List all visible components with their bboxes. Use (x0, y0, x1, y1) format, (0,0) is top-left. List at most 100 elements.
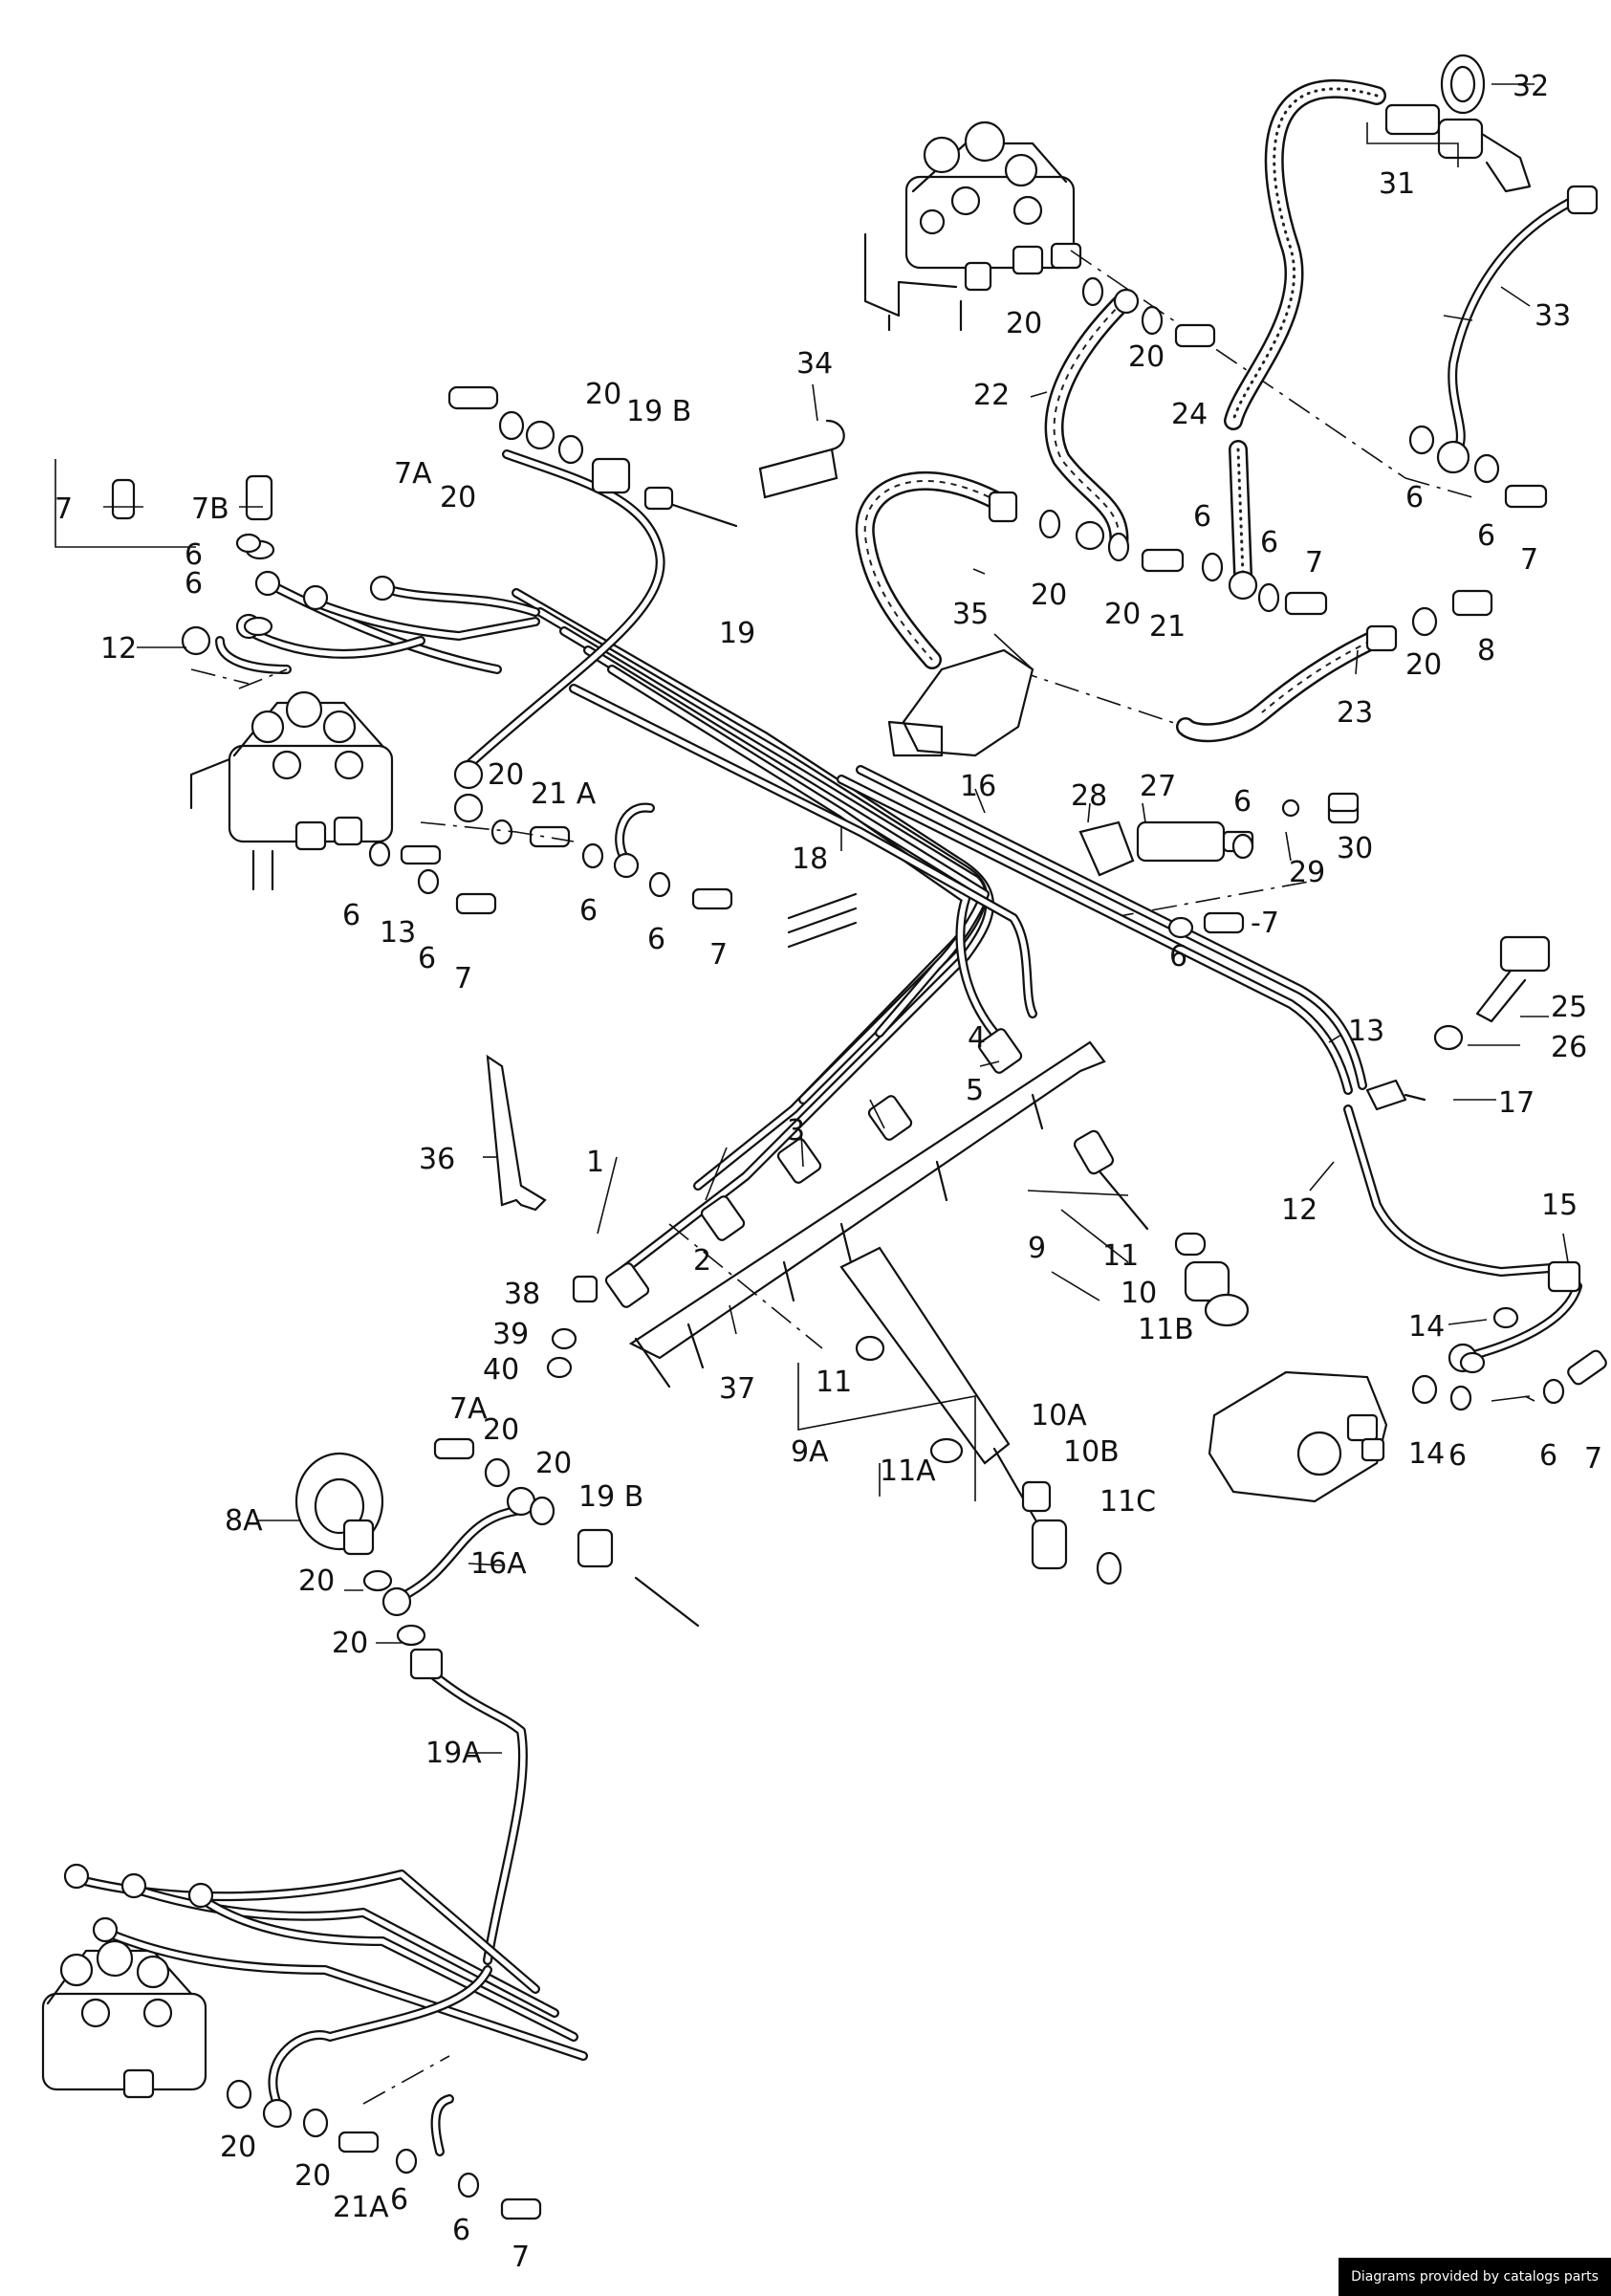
hose-35 (855, 470, 1009, 669)
pressure-regulator-8A (294, 1452, 384, 1556)
bracket-36 (486, 1054, 547, 1212)
label-1: 1 (586, 1146, 604, 1179)
washer-26 (1433, 1024, 1464, 1051)
label-20: 20 (220, 2131, 256, 2164)
axis-hose-23 (1012, 668, 1186, 728)
injector-27 (1078, 820, 1254, 877)
bracket-9-lines (1027, 1190, 1129, 1301)
label-10A: 10A (1031, 1399, 1087, 1432)
label-39: 39 (492, 1318, 529, 1351)
label-20: 20 (1104, 598, 1141, 631)
label-19A: 19A (425, 1737, 482, 1770)
clip-17 (1365, 1079, 1426, 1111)
label-14: 14 (1408, 1437, 1445, 1471)
label-11: 11 (1102, 1239, 1139, 1273)
label-15: 15 (1541, 1189, 1578, 1222)
label-6: 6 (185, 567, 203, 601)
label-20: 20 (332, 1627, 368, 1660)
banjo-13-mid (400, 844, 442, 865)
label-6: 6 (1260, 526, 1278, 559)
label-13: 13 (380, 916, 416, 950)
label-6: 6 (1169, 940, 1187, 973)
bracket-9A-lines (797, 1363, 976, 1501)
label-20: 20 (294, 2159, 331, 2193)
label-3: 3 (787, 1114, 805, 1148)
label-6: 6 (452, 2214, 470, 2247)
label-20: 20 (1031, 579, 1067, 612)
label-40: 40 (483, 1353, 519, 1387)
bolt-21A-mid (529, 825, 571, 848)
label-7: -7 (1251, 907, 1279, 940)
detail-7-frame (54, 459, 196, 548)
diagram-drawing (41, 54, 1607, 2220)
fuel-distributor-bottom (41, 1939, 207, 2099)
label-7A: 7A (449, 1392, 488, 1426)
label-35: 35 (952, 598, 989, 631)
label-36: 36 (419, 1143, 455, 1176)
label-21A: 21 A (531, 777, 597, 811)
label-9A: 9A (791, 1435, 829, 1469)
label-6: 6 (1539, 1439, 1557, 1473)
label-20: 20 (1128, 340, 1165, 374)
label-21: 21 (1149, 610, 1186, 644)
label-20: 20 (483, 1413, 519, 1447)
label-32: 32 (1513, 70, 1549, 103)
label-6: 6 (1193, 500, 1211, 534)
fuel-lines-bundle (512, 588, 1367, 1277)
part-labels: 7 7B 7A 20 20 19 B 6 6 12 19 34 20 21 A … (54, 70, 1602, 2274)
label-6: 6 (390, 2183, 408, 2217)
label-23: 23 (1337, 696, 1373, 730)
bracket-34 (758, 448, 838, 499)
label-20: 20 (298, 1564, 335, 1598)
label-6: 6 (1477, 519, 1495, 553)
label-11A: 11A (880, 1454, 936, 1488)
leader-lines (103, 83, 1569, 1754)
sensor-25 (1475, 935, 1551, 1023)
braided-lines-middle (181, 570, 540, 674)
label-7: 7 (1305, 546, 1323, 579)
label-8: 8 (1477, 634, 1495, 667)
label-7: 7 (54, 492, 73, 526)
label-10B: 10B (1063, 1435, 1120, 1469)
label-19: 19 (719, 617, 755, 650)
label-20: 20 (1006, 307, 1042, 340)
label-17: 17 (1498, 1086, 1535, 1120)
washer-20-mid (453, 793, 484, 823)
line-19A (421, 1664, 528, 1965)
label-7A: 7A (394, 457, 432, 491)
label-20: 20 (585, 378, 621, 411)
spring-18 (787, 892, 858, 949)
line-end-fittings (604, 1028, 1023, 1308)
line-12-right (1343, 1104, 1568, 1277)
label-5: 5 (966, 1074, 984, 1107)
label-13: 13 (1348, 1015, 1384, 1048)
axis-bottom (362, 2055, 450, 2105)
label-11C: 11C (1099, 1485, 1156, 1519)
label-6: 6 (647, 923, 665, 956)
label-33: 33 (1535, 299, 1571, 333)
label-8A: 8A (225, 1504, 263, 1538)
label-6: 6 (342, 899, 360, 932)
cylinder-head-right (1208, 1370, 1388, 1503)
bracket-35 (902, 648, 1034, 757)
label-20: 20 (535, 1447, 572, 1480)
label-7: 7 (1520, 543, 1538, 577)
label-2: 2 (693, 1244, 711, 1278)
label-22: 22 (973, 379, 1010, 412)
label-37: 37 (719, 1372, 755, 1406)
axis-rail (668, 1223, 823, 1349)
label-6: 6 (418, 942, 436, 975)
label-20: 20 (440, 481, 476, 514)
label-31: 31 (1379, 167, 1415, 201)
pipe-stub-low (634, 1576, 700, 1628)
label-26: 26 (1551, 1031, 1587, 1064)
axis-mid-bolts (420, 821, 575, 842)
credit-banner: Diagrams provided by catalogs parts (1339, 2258, 1611, 2296)
label-6: 6 (1405, 481, 1424, 514)
injector-9A (839, 1246, 1122, 1585)
label-7B: 7B (191, 492, 229, 526)
rail-37 (628, 1040, 1106, 1360)
label-12: 12 (1281, 1193, 1317, 1227)
label-20: 20 (1405, 648, 1442, 682)
